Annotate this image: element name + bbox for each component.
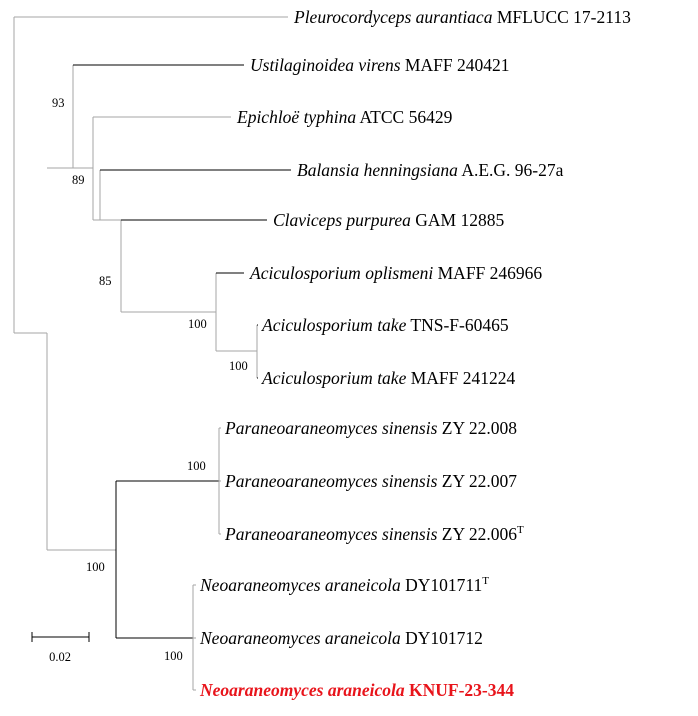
taxon-strain: ZY 22.008 [437, 418, 517, 438]
taxon-species: Paraneoaraneomyces sinensis [224, 418, 438, 438]
taxon-species: Ustilaginoidea virens [250, 55, 401, 75]
taxon-label-aciculosporium-oplismeni: Aciculosporium oplismeni MAFF 246966 [249, 263, 542, 283]
taxon-strain: DY101711 [401, 575, 483, 595]
taxon-type-superscript: T [482, 575, 489, 587]
taxon-species: Neoaraneomyces araneicola [199, 680, 405, 700]
taxon-strain: MAFF 240421 [401, 55, 510, 75]
taxon-species: Paraneoaraneomyces sinensis [224, 524, 438, 544]
taxon-label-paraneo-007: Paraneoaraneomyces sinensis ZY 22.007 [224, 471, 517, 491]
taxon-strain: ZY 22.007 [437, 471, 517, 491]
taxon-label-aciculosporium-take-tns: Aciculosporium take TNS-F-60465 [261, 315, 509, 335]
taxon-strain: MAFF 241224 [406, 368, 515, 388]
support-node-paraneoaraneomyces: 100 [187, 459, 206, 473]
taxon-species: Neoaraneomyces araneicola [199, 628, 401, 648]
taxon-label-aciculosporium-take-maff: Aciculosporium take MAFF 241224 [261, 368, 516, 388]
scale-bar: 0.02 [31, 632, 90, 664]
taxon-species: Neoaraneomyces araneicola [199, 575, 401, 595]
taxon-strain: DY101712 [401, 628, 483, 648]
taxon-species: Aciculosporium oplismeni [249, 263, 433, 283]
taxon-species: Claviceps purpurea [273, 210, 411, 230]
taxon-label-balansia: Balansia henningsiana A.E.G. 96-27a [297, 160, 564, 180]
support-values: 93 89 85 100 100 100 100 100 [52, 96, 248, 663]
taxon-species: Epichloë typhina [236, 107, 356, 127]
support-node-aciculosporium-take: 100 [229, 359, 248, 373]
support-node-ustilaginoidea-clade: 93 [52, 96, 65, 110]
taxon-label-neo-dy101711: Neoaraneomyces araneicola DY101711T [199, 575, 489, 595]
support-node-neoaraneomyces: 100 [164, 649, 183, 663]
taxon-species: Pleurocordyceps aurantiaca [293, 7, 493, 27]
taxon-strain: MAFF 246966 [433, 263, 542, 283]
support-node-epichloe-clade: 89 [72, 173, 85, 187]
taxon-label-pleurocordyceps: Pleurocordyceps aurantiaca MFLUCC 17-211… [293, 7, 631, 27]
taxon-type-superscript: T [517, 524, 524, 536]
taxon-species: Aciculosporium take [261, 315, 407, 335]
taxon-strain: ZY 22.006 [437, 524, 517, 544]
taxon-label-claviceps: Claviceps purpurea GAM 12885 [273, 210, 504, 230]
taxon-species: Balansia henningsiana [297, 160, 458, 180]
taxon-label-ustilaginoidea: Ustilaginoidea virens MAFF 240421 [250, 55, 509, 75]
support-node-aciculosporium: 100 [188, 317, 207, 331]
taxon-label-paraneo-008: Paraneoaraneomyces sinensis ZY 22.008 [224, 418, 517, 438]
support-node-claviceps-clade: 85 [99, 274, 112, 288]
tree-branches [13, 16, 291, 691]
taxon-label-neo-dy101712: Neoaraneomyces araneicola DY101712 [199, 628, 483, 648]
taxon-strain: A.E.G. 96-27a [458, 160, 564, 180]
taxon-strain: ATCC 56429 [356, 107, 453, 127]
taxon-label-paraneo-006: Paraneoaraneomyces sinensis ZY 22.006T [224, 524, 524, 544]
support-node-araneomyces-group: 100 [86, 560, 105, 574]
taxon-labels: Pleurocordyceps aurantiaca MFLUCC 17-211… [199, 7, 631, 700]
taxon-species: Aciculosporium take [261, 368, 407, 388]
taxon-strain: MFLUCC 17-2113 [492, 7, 631, 27]
scale-bar-label: 0.02 [49, 650, 71, 664]
taxon-strain: KNUF-23-344 [405, 680, 515, 700]
taxon-strain: GAM 12885 [411, 210, 505, 230]
taxon-strain: TNS-F-60465 [406, 315, 509, 335]
taxon-label-neo-knuf: Neoaraneomyces araneicola KNUF-23-344 [199, 680, 514, 700]
taxon-species: Paraneoaraneomyces sinensis [224, 471, 438, 491]
taxon-label-epichloe: Epichloë typhina ATCC 56429 [236, 107, 453, 127]
